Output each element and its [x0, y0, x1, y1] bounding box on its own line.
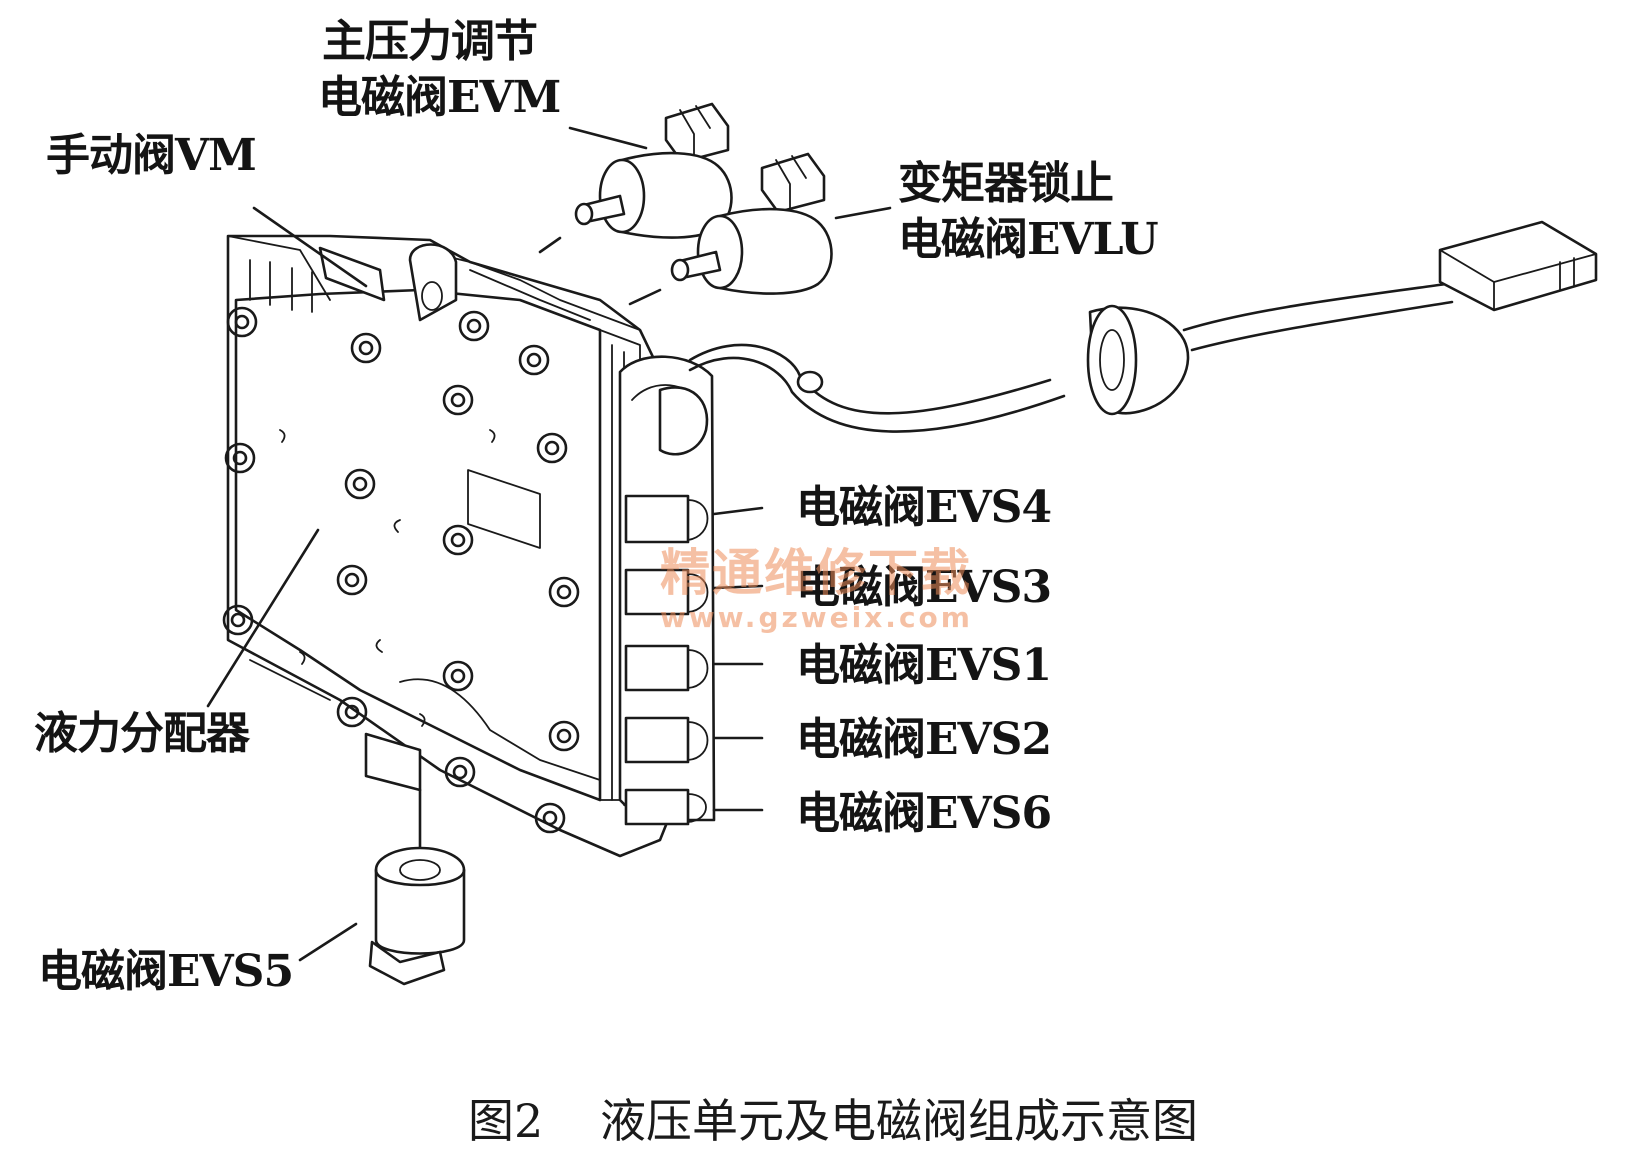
label-distributor: 液力分配器 [34, 708, 250, 759]
label-evs1: 电磁阀EVS1 [796, 640, 1052, 691]
label-evm-line2: 电磁阀EVM [318, 72, 561, 123]
evs5-solenoid [298, 846, 466, 986]
figure-caption-text: 液压单元及电磁阀组成示意图 [600, 1094, 1198, 1148]
figure-caption-number: 图2 [468, 1094, 544, 1148]
label-evs4: 电磁阀EVS4 [796, 482, 1052, 533]
label-evs6: 电磁阀EVS6 [796, 788, 1052, 839]
label-evlu-line1: 变矩器锁止 [898, 158, 1114, 209]
evlu-solenoid [628, 152, 892, 306]
label-evm-line1: 主压力调节 [322, 16, 538, 67]
label-evs2: 电磁阀EVS2 [796, 714, 1052, 765]
valve-body [222, 234, 670, 858]
label-evlu-line2: 电磁阀EVLU [898, 214, 1159, 265]
cable-harness [688, 220, 1598, 433]
watermark-text: 精通维修下载 [660, 544, 972, 602]
leader-lines [206, 206, 368, 708]
watermark-url: www.gzweix.com [660, 601, 973, 634]
label-vm: 手动阀VM [46, 130, 257, 181]
label-evs3: 电磁阀EVS3 [796, 562, 1052, 613]
evm-solenoid [538, 102, 733, 254]
solenoid-stack [618, 355, 764, 826]
label-evs5: 电磁阀EVS5 [38, 946, 294, 997]
